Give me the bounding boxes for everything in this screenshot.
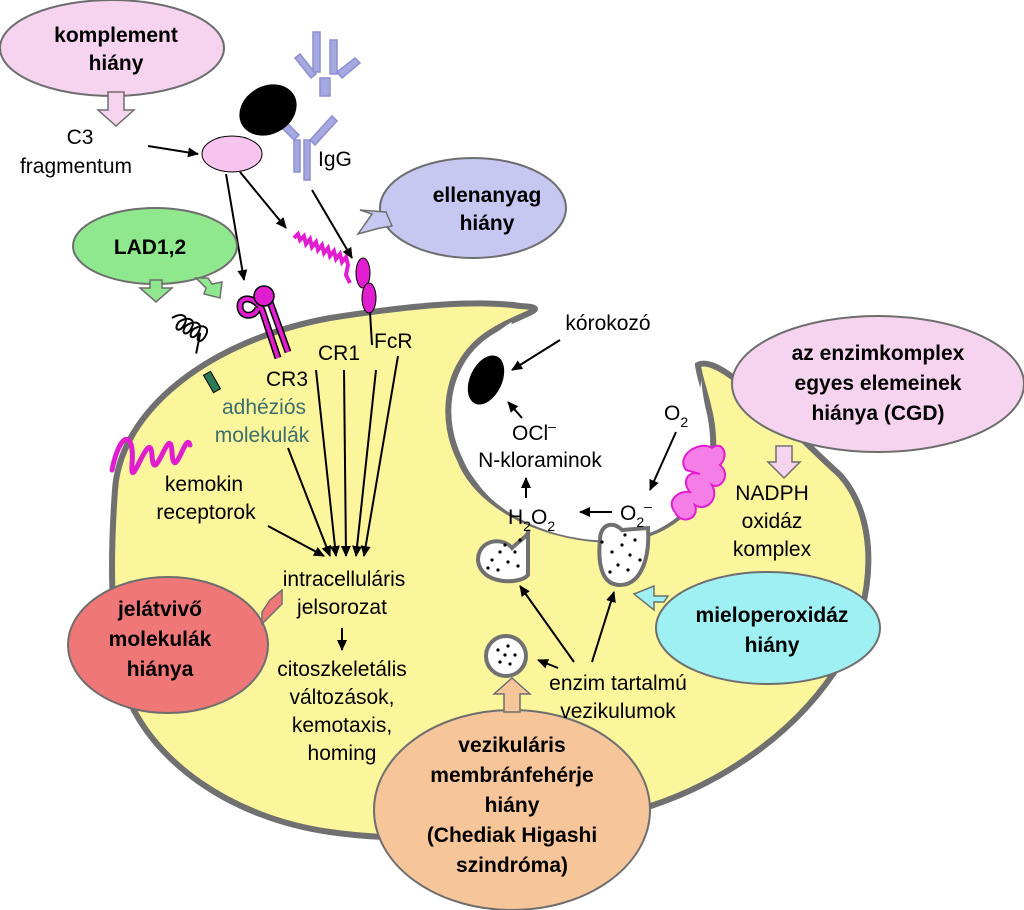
vesicle-right-icon	[597, 522, 651, 588]
callout-mpo-line1: mieloperoxidáz	[696, 604, 849, 627]
cr3-receptor-icon	[236, 285, 292, 360]
label-nadph-line3: komplex	[733, 538, 812, 561]
callout-signal-line3: hiánya	[127, 658, 194, 681]
label-chloramines: N-kloraminok	[478, 449, 602, 472]
callout-signal-line1: jelátvivő	[117, 598, 202, 621]
adhesion-molecule-icon	[171, 314, 222, 394]
label-vesicles-line2: vezikulumok	[560, 700, 676, 723]
label-outcome-line3: kemotaxis,	[292, 714, 392, 737]
label-adhesion-line2: molekulák	[215, 424, 310, 447]
callout-cgd-line3: hiánya (CGD)	[811, 402, 944, 425]
label-outcome-line2: változások,	[289, 686, 394, 709]
label-ocl: OCl–	[512, 418, 556, 445]
label-o2-top: O2	[664, 402, 688, 430]
label-h2o2: H2O2	[508, 506, 555, 534]
label-cr1: CR1	[318, 342, 360, 365]
callout-cgd: az enzimkomplex egyes elemeinek hiánya (…	[731, 315, 1024, 480]
label-fcr: FcR	[374, 330, 413, 353]
label-c3-line2: fragmentum	[20, 155, 132, 178]
label-chemokine-line1: kemokin	[165, 473, 243, 496]
c3-fragment-icon	[201, 135, 263, 173]
label-c3-line1: C3	[67, 126, 94, 149]
engulfed-pathogen-icon	[467, 355, 505, 405]
label-chemokine-line2: receptorok	[156, 501, 256, 524]
nadph-oxidase-icon	[670, 444, 726, 521]
label-adhesion-line1: adhéziós	[222, 396, 306, 419]
callout-lad: LAD1,2	[72, 207, 238, 303]
label-nadph-line2: oxidáz	[742, 510, 803, 533]
pathogen-complex-icon	[239, 84, 297, 136]
callout-complement-deficiency: komplement hiány	[0, 0, 225, 128]
callout-signal-deficiency: jelátvivő molekulák hiánya	[67, 576, 283, 714]
callout-chediak-higashi: vezikuláris membránfehérje hiány (Chedia…	[373, 676, 651, 910]
vesicle-left-icon	[475, 529, 531, 584]
callout-antibody-line2: hiány	[460, 212, 515, 235]
label-pathogen: kórokozó	[565, 312, 650, 335]
label-igg: IgG	[318, 148, 352, 171]
callout-chediak-line4: (Chediak Higashi	[427, 824, 597, 847]
fc-receptor-icon	[355, 257, 377, 346]
vesicle-free-icon	[484, 634, 528, 678]
callout-complement-line1: komplement	[54, 24, 178, 47]
callout-signal-line2: molekulák	[109, 628, 212, 651]
callout-antibody-line1: ellenanyag	[433, 184, 542, 207]
callout-chediak-line5: szindróma)	[456, 854, 568, 877]
label-outcome-line4: homing	[308, 742, 377, 765]
pathway-arrows	[147, 145, 677, 669]
chemokine-receptor-icon	[109, 436, 193, 476]
callout-complement-line2: hiány	[89, 52, 144, 75]
callout-lad-label: LAD1,2	[114, 236, 186, 259]
callout-antibody-deficiency: ellenanyag hiány	[356, 157, 567, 259]
callout-chediak-line2: membránfehérje	[430, 764, 593, 787]
label-intracellular-line2: jelsorozat	[296, 596, 387, 619]
callout-cgd-line1: az enzimkomplex	[792, 342, 965, 365]
callout-cgd-line2: egyes elemeinek	[795, 372, 962, 395]
label-cr3: CR3	[266, 368, 308, 391]
callout-mpo-deficiency: mieloperoxidáz hiány	[632, 571, 881, 685]
label-nadph-line1: NADPH	[735, 482, 809, 505]
callout-chediak-line3: hiány	[485, 794, 540, 817]
label-vesicles-line1: enzim tartalmú	[549, 672, 687, 695]
label-intracellular-line1: intracelluláris	[283, 568, 406, 591]
callout-chediak-line1: vezikuláris	[458, 734, 565, 757]
callout-mpo-line2: hiány	[745, 634, 800, 657]
label-outcome-line1: citoszkeletális	[277, 658, 407, 681]
label-o2-radical: O2–	[620, 498, 652, 530]
